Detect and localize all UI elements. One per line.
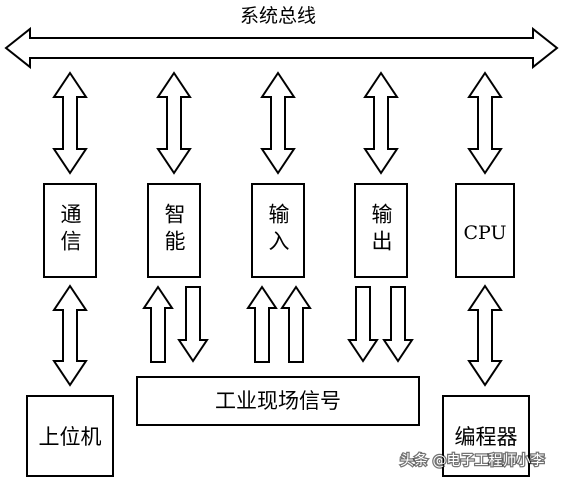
cpu-module-label: CPU	[463, 222, 506, 244]
input-module-box	[251, 183, 305, 278]
bus-to-smart-arrow	[156, 71, 192, 175]
output-module-label: 输出	[369, 203, 393, 257]
comm-module-box	[43, 183, 97, 278]
comm-to-host-arrow	[52, 284, 88, 387]
input-module-label: 输入	[266, 203, 290, 257]
smart-module-box	[147, 183, 201, 278]
smart-down-arrow	[177, 286, 209, 363]
bus-to-comm-arrow	[52, 71, 88, 175]
bus-to-cpu-arrow	[467, 71, 503, 175]
host-computer-label: 上位机	[39, 425, 102, 449]
system-bus-arrow	[4, 26, 559, 70]
smart-module-label: 智能	[162, 203, 186, 257]
bus-to-output-arrow	[363, 71, 399, 175]
comm-module-label: 通信	[58, 203, 82, 257]
output-down-arrow-left	[347, 286, 379, 363]
cpu-to-programmer-arrow	[467, 284, 503, 387]
programmer-box	[442, 395, 530, 477]
bus-to-input-arrow	[260, 71, 296, 175]
field-signal-box	[136, 376, 420, 426]
cpu-module-box	[455, 183, 515, 278]
system-bus-title: 系统总线	[240, 5, 316, 27]
host-computer-box	[26, 395, 114, 477]
watermark-text: 头条 @电子工程师小李	[400, 452, 544, 469]
programmer-label: 编程器	[455, 425, 518, 449]
smart-up-arrow	[142, 285, 174, 363]
field-signal-label: 工业现场信号	[215, 389, 341, 413]
input-up-arrow-right	[280, 285, 312, 363]
output-down-arrow-right	[382, 286, 414, 363]
output-module-box	[354, 183, 408, 278]
input-up-arrow-left	[246, 285, 278, 363]
